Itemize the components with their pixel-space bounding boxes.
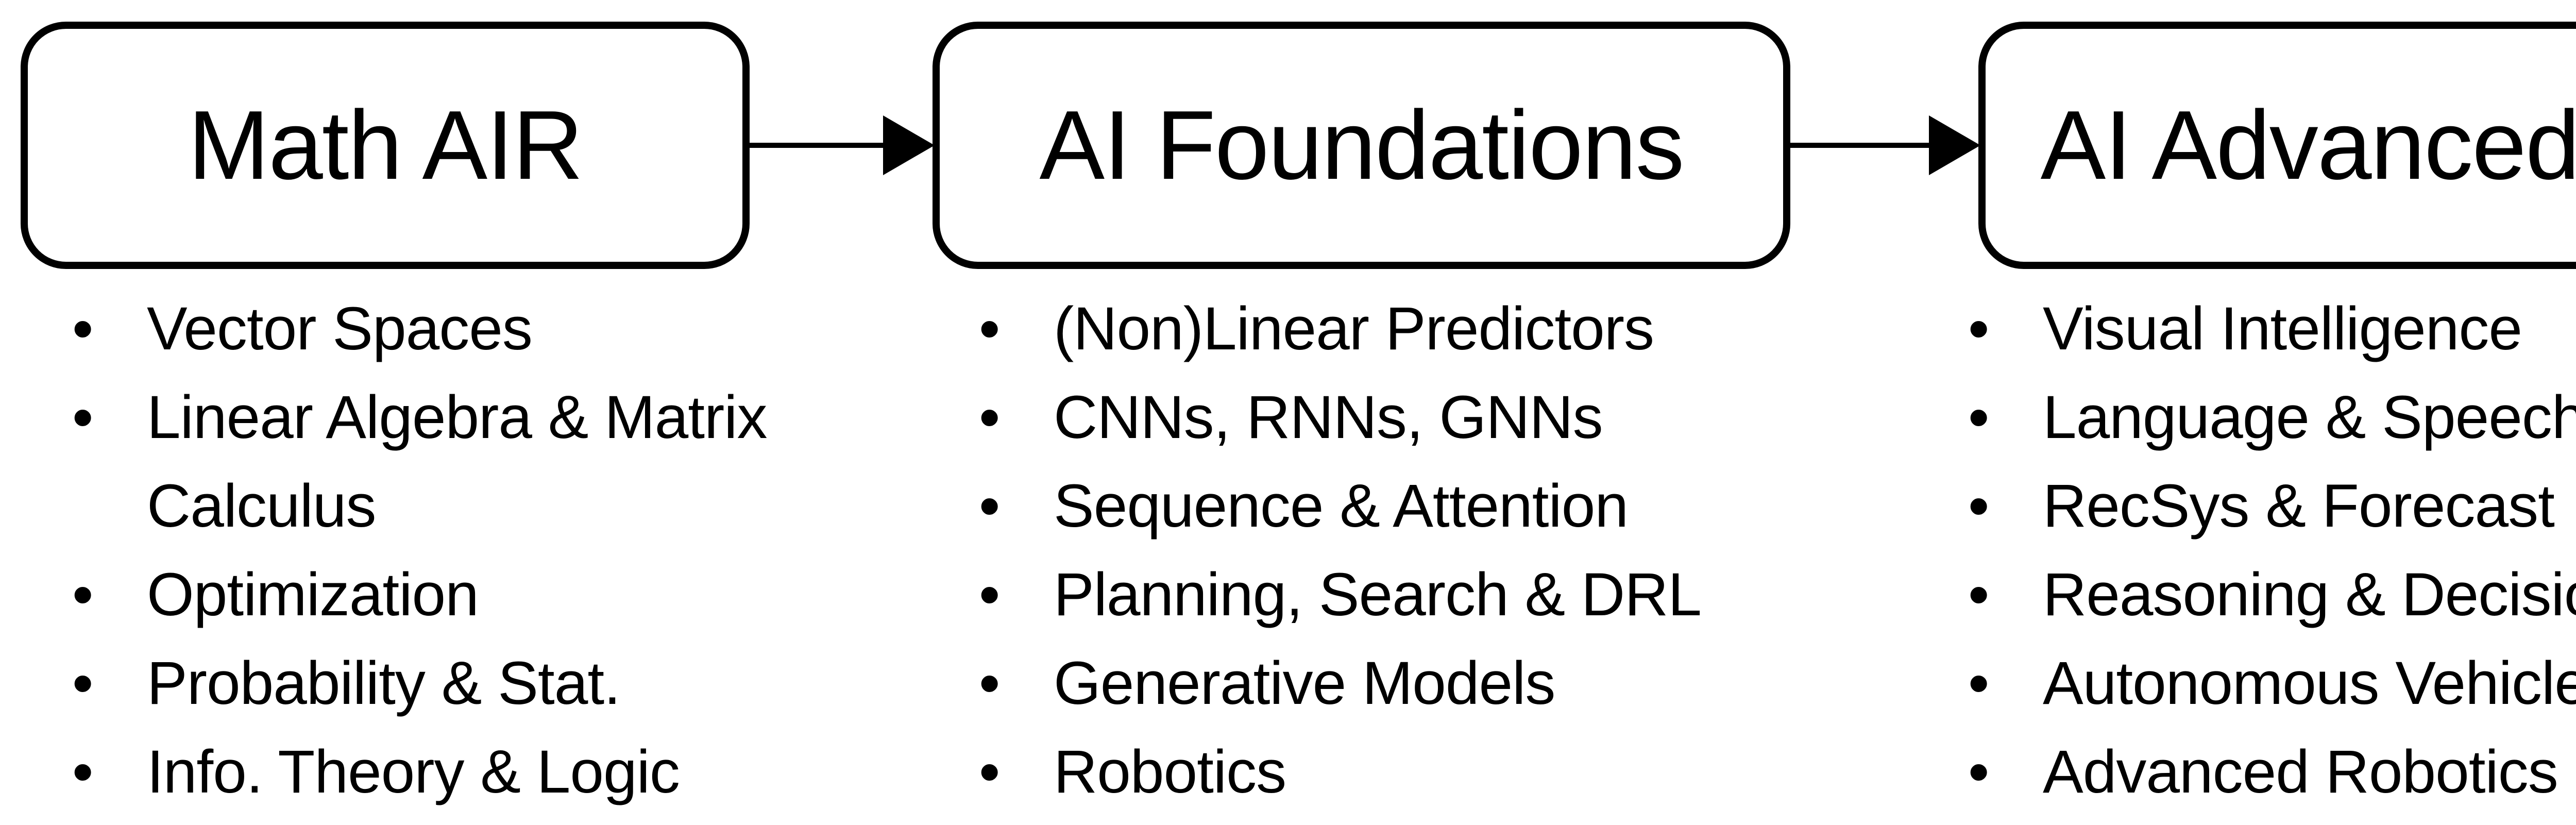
arrow-head-icon xyxy=(883,115,935,175)
bullet-icon: • xyxy=(1968,738,1989,806)
list-item-label: Reasoning & Decision Making xyxy=(2043,561,2576,629)
list-item-label: (Non)Linear Predictors xyxy=(1054,295,1654,363)
header-box-math-air: Math AIR xyxy=(21,22,750,269)
bullet-icon: • xyxy=(979,738,1000,806)
list-item-label: Generative Models xyxy=(1054,649,1555,717)
bullet-icon: • xyxy=(979,383,1000,451)
list-item-label: Probability & Stat. xyxy=(147,649,621,717)
list-item-label: Planning, Search & DRL xyxy=(1054,561,1702,629)
arrow-head-icon xyxy=(1929,115,1980,175)
bullet-icon: • xyxy=(72,383,93,451)
list-item-label: Optimization xyxy=(147,561,479,629)
list-item-label: Visual Intelligence xyxy=(2043,295,2522,363)
bullet-icon: • xyxy=(979,649,1000,717)
bullet-icon: • xyxy=(1968,472,1989,540)
bullet-icon: • xyxy=(1968,649,1989,717)
list-item: • Advanced Robotics xyxy=(1963,728,2576,816)
list-item: • Generative Models xyxy=(974,639,1901,728)
list-item: • Visual Intelligence xyxy=(1963,284,2576,373)
topic-list-ai-foundations: • (Non)Linear Predictors • CNNs, RNNs, G… xyxy=(974,284,1901,816)
list-item: • Planning, Search & DRL xyxy=(974,550,1901,639)
list-item: • Reasoning & Decision Making xyxy=(1963,550,2576,639)
list-item-label: Advanced Robotics xyxy=(2043,738,2558,806)
arrow-line xyxy=(1789,143,1931,148)
list-item: • Language & Speech xyxy=(1963,373,2576,462)
bullet-icon: • xyxy=(979,472,1000,540)
list-item: • Vector Spaces xyxy=(67,284,768,373)
list-item: • (Non)Linear Predictors xyxy=(974,284,1901,373)
header-title-ai-advanced-topics: AI Advanced Topics xyxy=(2040,91,2576,200)
header-title-ai-foundations: AI Foundations xyxy=(1039,91,1684,200)
list-item-label: Robotics xyxy=(1054,738,1286,806)
list-item: • Optimization xyxy=(67,550,768,639)
bullet-icon: • xyxy=(1968,383,1989,451)
list-item: • RecSys & Forecast xyxy=(1963,462,2576,550)
list-item-label: CNNs, RNNs, GNNs xyxy=(1054,383,1603,451)
list-item: • CNNs, RNNs, GNNs xyxy=(974,373,1901,462)
list-item-label: Language & Speech xyxy=(2043,383,2576,451)
topic-list-ai-advanced-topics: • Visual Intelligence • Language & Speec… xyxy=(1963,284,2576,816)
header-box-ai-advanced-topics: AI Advanced Topics xyxy=(1978,22,2576,269)
list-item-label: Linear Algebra & Matrix Calculus xyxy=(147,383,768,540)
bullet-icon: • xyxy=(72,738,93,806)
bullet-icon: • xyxy=(72,649,93,717)
topic-list-math-air: • Vector Spaces • Linear Algebra & Matri… xyxy=(67,284,768,816)
header-box-ai-foundations: AI Foundations xyxy=(933,22,1790,269)
header-title-math-air: Math AIR xyxy=(188,91,583,200)
bullet-icon: • xyxy=(72,295,93,363)
list-item-label: RecSys & Forecast xyxy=(2043,472,2555,540)
list-item-label: Info. Theory & Logic xyxy=(147,738,680,806)
bullet-icon: • xyxy=(979,295,1000,363)
list-item: • Sequence & Attention xyxy=(974,462,1901,550)
list-item-label: Autonomous Vehicles xyxy=(2043,649,2576,717)
list-item-label: Vector Spaces xyxy=(147,295,533,363)
bullet-icon: • xyxy=(979,561,1000,629)
arrow-line xyxy=(748,143,886,148)
list-item: • Linear Algebra & Matrix Calculus xyxy=(67,373,768,550)
list-item: • Autonomous Vehicles xyxy=(1963,639,2576,728)
list-item: • Info. Theory & Logic xyxy=(67,728,768,816)
bullet-icon: • xyxy=(1968,295,1989,363)
bullet-icon: • xyxy=(1968,561,1989,629)
bullet-icon: • xyxy=(72,561,93,629)
list-item: • Probability & Stat. xyxy=(67,639,768,728)
list-item: • Robotics xyxy=(974,728,1901,816)
list-item-label: Sequence & Attention xyxy=(1054,472,1629,540)
